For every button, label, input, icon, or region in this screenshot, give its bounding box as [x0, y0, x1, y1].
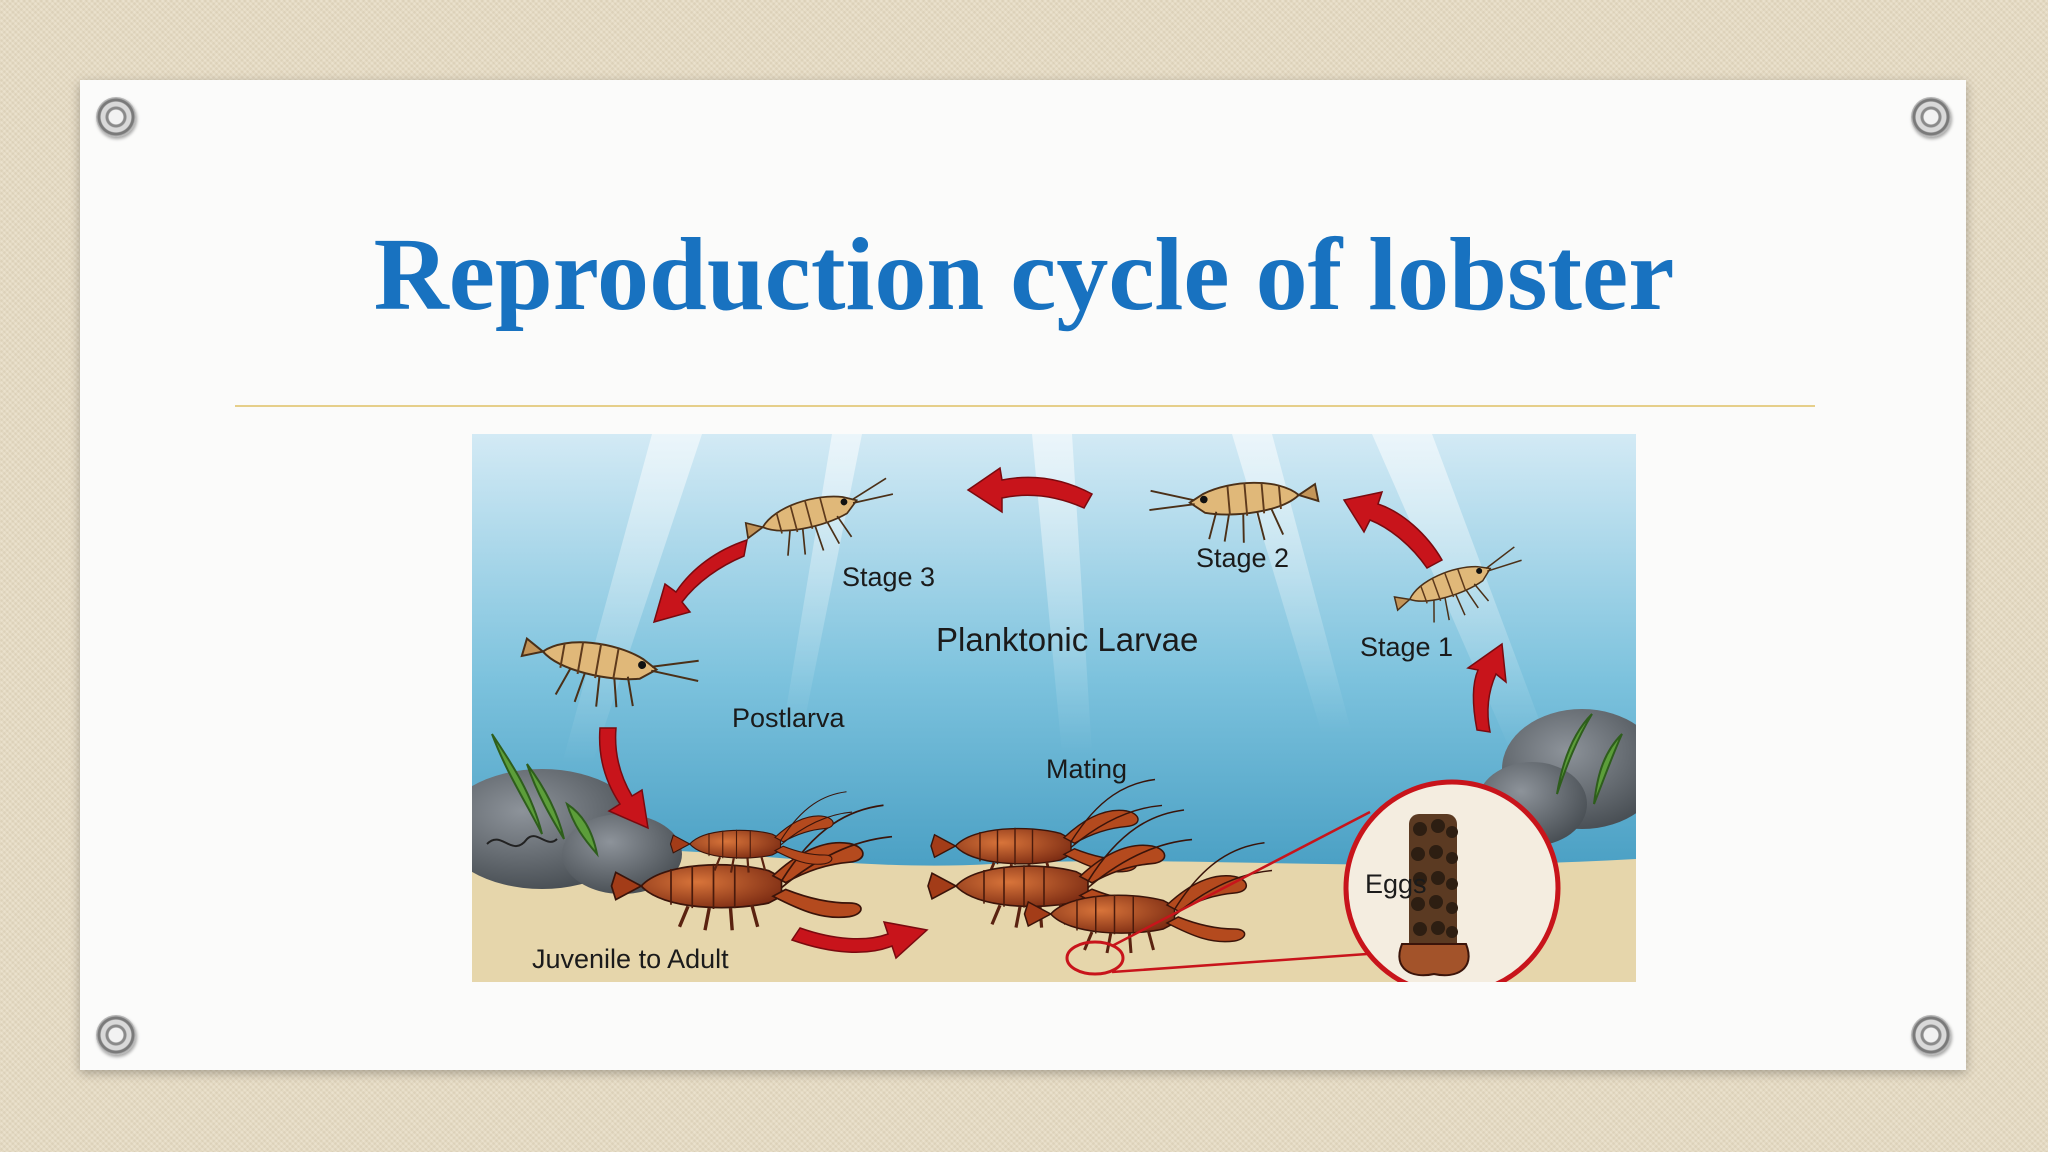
rivet-icon — [96, 97, 136, 137]
lobster-cycle-diagram: Stage 3 Stage 2 Stage 1 Planktonic Larva… — [472, 434, 1636, 982]
title-divider — [235, 405, 1815, 407]
juvenile-to-adult-label: Juvenile to Adult — [532, 944, 729, 974]
stage-2-label: Stage 2 — [1196, 543, 1289, 573]
rivet-icon — [1911, 97, 1951, 137]
rivet-icon — [1911, 1015, 1951, 1055]
stage-1-label: Stage 1 — [1360, 632, 1453, 662]
postlarva-label: Postlarva — [732, 703, 846, 733]
eggs-label: Eggs — [1365, 869, 1427, 899]
stage-3-label: Stage 3 — [842, 562, 935, 592]
center-label: Planktonic Larvae — [936, 621, 1198, 658]
slide-title: Reproduction cycle of lobster — [0, 215, 2048, 335]
mating-label: Mating — [1046, 754, 1127, 784]
rivet-icon — [96, 1015, 136, 1055]
